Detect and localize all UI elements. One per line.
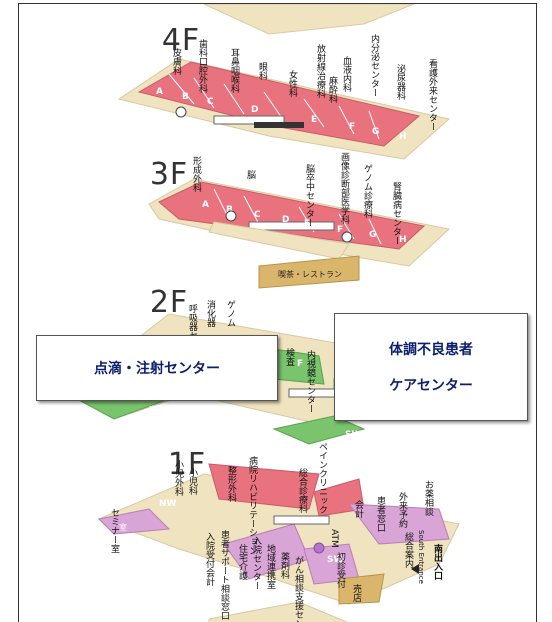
- dept-label: 脳卒中センター: [304, 164, 314, 227]
- south-entrance-label: 南出入口: [432, 544, 442, 580]
- area-letter: D: [282, 215, 289, 225]
- floor-label-1f: 1F: [168, 447, 206, 482]
- dept-label: 泌尿器科: [395, 64, 405, 100]
- dept-label: 総合案内: [403, 532, 413, 568]
- area-letter: H: [399, 132, 407, 142]
- dept-label: 入院センター: [251, 536, 261, 590]
- dept-label: 患者サポート相談窓口: [219, 530, 229, 620]
- care-center-callout: 体調不良患者 ケアセンター: [334, 313, 528, 421]
- dept-label: 腎臓病センター: [391, 182, 401, 245]
- dept-label: 血液内科: [341, 56, 351, 92]
- floor-1f: NW SW 室 1F: [97, 447, 460, 622]
- area-letter: NW: [159, 499, 177, 509]
- dept-label: 住宅介護: [237, 544, 247, 580]
- dept-label: 内視鏡センター: [305, 350, 315, 413]
- dept-label: 入院受付会計: [204, 532, 214, 586]
- dept-label: 看護外来センター: [427, 59, 437, 131]
- area-letter: F: [337, 225, 343, 235]
- area-letter: A: [202, 200, 209, 210]
- upper-floor-remnant: [203, 4, 415, 35]
- area-letter: C: [254, 210, 261, 220]
- area-letter: D: [251, 105, 258, 115]
- area-letter: E: [311, 115, 317, 125]
- dept-label: 内分泌センター: [369, 34, 379, 97]
- restaurant-area: [258, 255, 360, 289]
- floor-label-2f: 2F: [150, 285, 188, 320]
- callout-text: 体調不良患者: [389, 342, 473, 358]
- area-letter: SW: [345, 430, 361, 440]
- dept-label: 放射線治療科: [315, 44, 325, 98]
- restaurant-label: 喫茶・レストラン: [278, 269, 342, 279]
- dept-label: 形成外科: [191, 156, 201, 192]
- dept-label: 地域連携室: [265, 544, 275, 589]
- dept-label: 整形外科: [226, 466, 236, 502]
- area-letter: G: [372, 127, 379, 137]
- area-letter: B: [226, 205, 233, 215]
- dept-label: 麻酔科: [327, 76, 337, 103]
- dept-label: 患者窓口: [375, 496, 385, 532]
- dept-label: セミナー室: [109, 508, 119, 553]
- floor-map-frame: A B C D E F G H 4F 喫茶・レストラン A B C D E F …: [18, 3, 537, 622]
- dept-label: 眼科: [257, 62, 267, 80]
- south-entrance-english: South Entrance: [417, 530, 425, 584]
- area-letter: SW: [327, 555, 343, 565]
- dept-label: 初診受付: [335, 552, 345, 588]
- area-letter: G: [369, 230, 376, 240]
- dept-label: ペインクリニック: [317, 442, 327, 514]
- dept-label: 消化器: [205, 300, 215, 327]
- area-letter: E: [304, 219, 310, 229]
- dept-label: 女性科: [287, 70, 297, 97]
- dept-label: 歯科口腔外科: [197, 39, 207, 93]
- area-letter: F: [349, 122, 355, 132]
- dept-label: 検査: [284, 348, 294, 366]
- dept-label: お薬相談: [423, 480, 433, 516]
- infusion-center-callout: 点滴・注射センター: [36, 335, 278, 401]
- floor-3f: 喫茶・レストラン A B C D E F G H 3F: [148, 157, 451, 289]
- dept-label: 画像診断部医学科: [339, 152, 349, 224]
- room-label: 室: [119, 522, 127, 532]
- dept-label: 脳: [245, 170, 255, 179]
- dept-label: 売店: [351, 584, 361, 602]
- dept-label: 耳鼻咽喉科: [229, 48, 239, 93]
- callout-text: ケアセンター: [389, 378, 473, 394]
- area-letter: A: [156, 87, 163, 97]
- dept-label: 外来予約: [397, 492, 407, 528]
- area-letter: F: [297, 359, 303, 369]
- dept-label: 小児外科: [173, 460, 183, 496]
- floor-4f: A B C D E F G H 4F: [117, 23, 451, 160]
- dept-label: 総合診療科: [297, 468, 307, 513]
- dept-label: 皮膚科: [171, 48, 181, 75]
- dept-label: ゲノム診療科: [362, 164, 372, 218]
- room-label: 室: [149, 404, 157, 414]
- floor-label-3f: 3F: [150, 157, 188, 192]
- floor-label-4f: 4F: [162, 23, 200, 58]
- dept-label: 薬剤科: [279, 552, 289, 579]
- dept-label: がん相談支援センター: [293, 556, 303, 622]
- area-letter: H: [399, 235, 407, 245]
- callout-text: 点滴・注射センター: [94, 361, 220, 377]
- area-letter: B: [182, 92, 189, 102]
- dept-label: 小児科: [187, 468, 197, 495]
- dept-label: ATM: [329, 529, 339, 548]
- dept-label: 病院リハビリテーション: [247, 456, 257, 555]
- dept-label: ゲノム: [225, 300, 235, 327]
- area-letter: C: [207, 97, 214, 107]
- dept-label: 会計: [353, 500, 363, 518]
